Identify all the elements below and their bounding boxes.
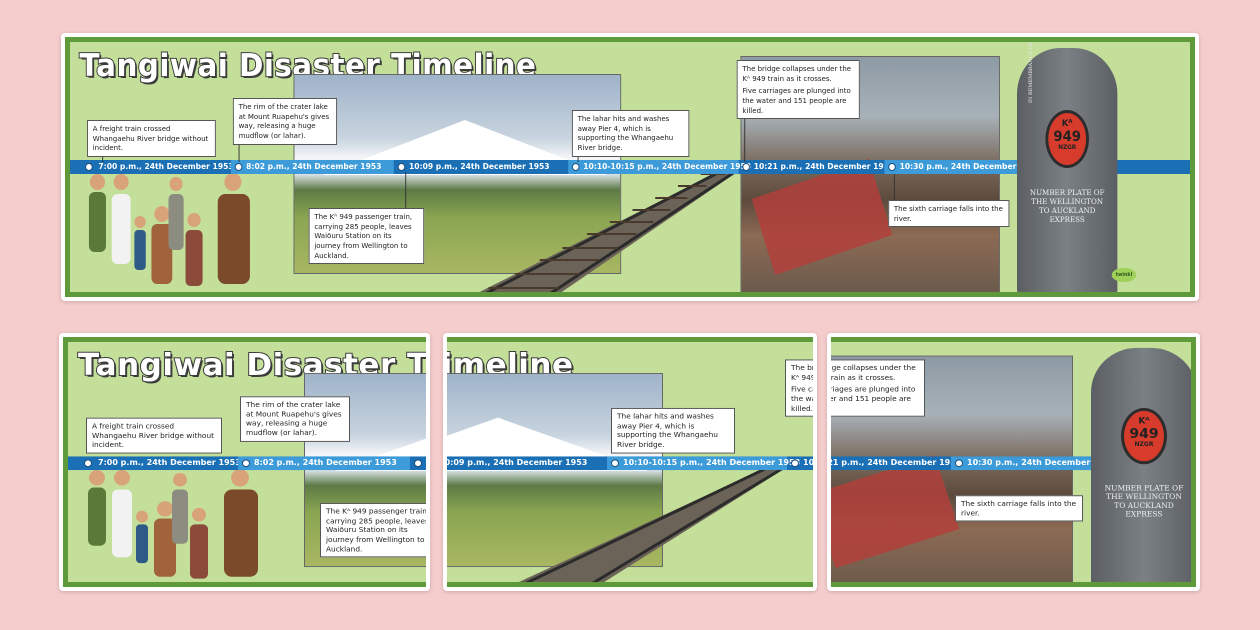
timeline-entry: 10:21 p.m., 24th December 1953 — [739, 160, 894, 174]
people-illustration-piece — [88, 469, 258, 579]
banner-piece-1: Tangiwai Disaster Timeline 7:00 p.m., 24… — [59, 333, 430, 591]
number-plate: Kᴬ 949 NZGR — [1045, 110, 1089, 168]
banner-panel: Tangiwai Disaster Timeline — [65, 37, 1195, 297]
timeline-entry: 8:02 p.m., 24th December 1953 — [230, 160, 394, 174]
memorial-inscription: NUMBER PLATE OF THE WELLINGTON TO AUCKLA… — [1029, 188, 1105, 224]
timeline-entry: 10:30 p.m., 24th December 1953 — [884, 160, 1040, 174]
twinkl-logo: twinkl — [1111, 268, 1137, 282]
timeline-entry: 10:09 p.m., 24th December 1953 — [394, 160, 568, 174]
people-illustration — [88, 173, 250, 286]
note-passenger-train: The Kᴬ 949 passenger train, carrying 285… — [308, 208, 425, 265]
memorial-stone: IN REMEMBRANCE OF Kᴬ 949 NZGR NUMBER PLA… — [1017, 42, 1118, 292]
timeline-bar: 7:00 p.m., 24th December 1953 8:02 p.m.,… — [70, 160, 1190, 174]
railway-tracks-piece — [518, 458, 801, 582]
memorial-stone-piece: Kᴬ 949 NZGR NUMBER PLATE OF THE WELLINGT… — [1091, 347, 1191, 582]
note-bridge-collapse: The bridge collapses under the Kᴬ 949 tr… — [736, 60, 860, 120]
note-freight-train: A freight train crossed Whangaehu River … — [87, 120, 216, 157]
timeline-entry: 10:10-10:15 p.m., 24th December 1953 — [568, 160, 751, 174]
banner-piece-3: 10:21 p.m., 24th December 1953 10:30 p.m… — [827, 333, 1200, 591]
timeline-entry: 7:00 p.m., 24th December 1953 — [70, 160, 234, 174]
note-sixth-carriage: The sixth carriage falls into the river. — [888, 200, 1010, 228]
banner-piece-2: Tangiwai Disaster Timeline 10:09 p.m., 2… — [443, 333, 817, 591]
note-crater-rim: The rim of the crater lake at Mount Ruap… — [232, 98, 338, 145]
full-banner: Tangiwai Disaster Timeline — [61, 33, 1199, 301]
wreck-image — [740, 56, 1000, 292]
note-lahar-pier: The lahar hits and washes away Pier 4, w… — [571, 110, 690, 157]
railway-tracks-image — [479, 162, 752, 292]
